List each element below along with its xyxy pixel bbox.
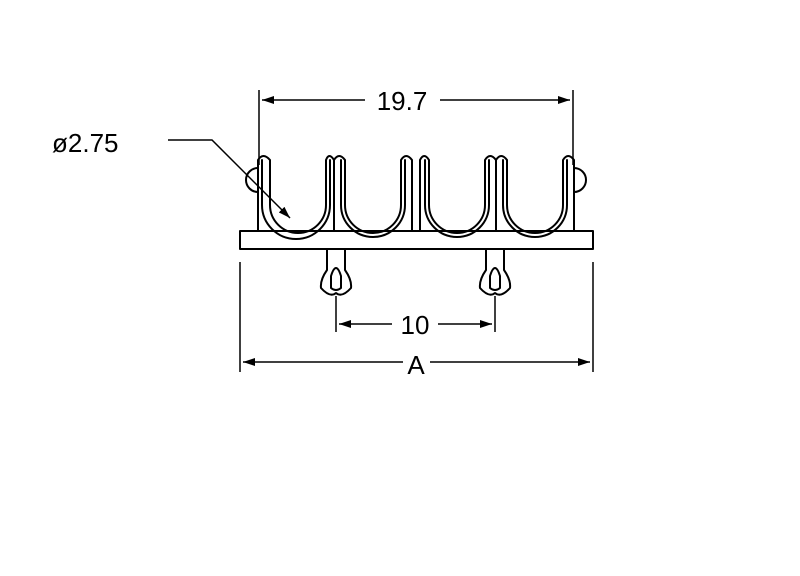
dimension-label-pin-spacing: 10: [401, 310, 430, 340]
dimension-overall-width: A: [239, 262, 594, 380]
clip-loop-4: [495, 155, 575, 238]
dimension-label-overall-width: A: [407, 350, 425, 380]
mounting-pin-right: [478, 248, 512, 296]
clip-loop-2: [333, 155, 413, 238]
clip-loop-3: [419, 155, 497, 238]
right-nub: [573, 167, 587, 193]
dimension-diameter: ø2.75: [52, 128, 291, 219]
clip-part: [239, 155, 594, 296]
base-strip: [239, 230, 594, 250]
mounting-pin-left: [319, 248, 353, 296]
left-nub: [245, 167, 259, 193]
dimension-top-width: 19.7: [258, 86, 574, 165]
dimension-label-top-width: 19.7: [377, 86, 428, 116]
dimension-label-diameter: ø2.75: [52, 128, 119, 158]
dimension-pin-spacing: 10: [335, 296, 496, 340]
clip-loop-1: [257, 155, 335, 240]
